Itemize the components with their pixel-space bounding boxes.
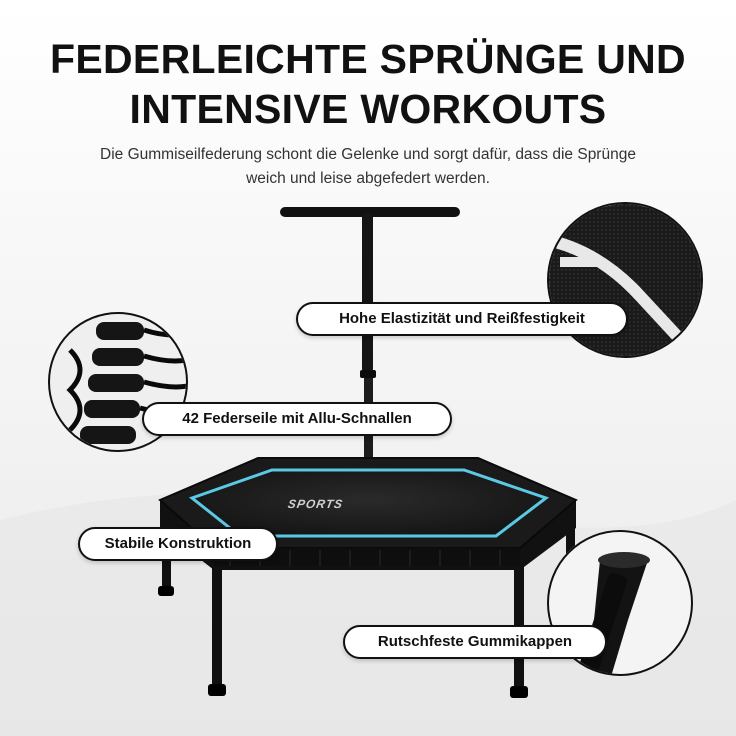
callout-caps: Rutschfeste Gummikappen bbox=[343, 625, 607, 659]
subheadline: Die Gummiseilfederung schont die Gelenke… bbox=[100, 146, 636, 187]
callout-ropes: 42 Federseile mit Allu-Schnallen bbox=[142, 402, 452, 436]
callout-elasticity: Hohe Elastizität und Reißfestigkeit bbox=[296, 302, 628, 336]
headline-line-1: FEDERLEICHTE SPRÜNGE UND bbox=[50, 36, 686, 82]
handle-bar bbox=[280, 207, 460, 490]
callout-construction: Stabile Konstruktion bbox=[78, 527, 278, 561]
headline-line-2: INTENSIVE WORKOUTS bbox=[129, 86, 607, 132]
brand-logo: SPORTS bbox=[286, 497, 345, 511]
headline: FEDERLEICHTE SPRÜNGE UND INTENSIVE WORKO… bbox=[0, 34, 736, 134]
